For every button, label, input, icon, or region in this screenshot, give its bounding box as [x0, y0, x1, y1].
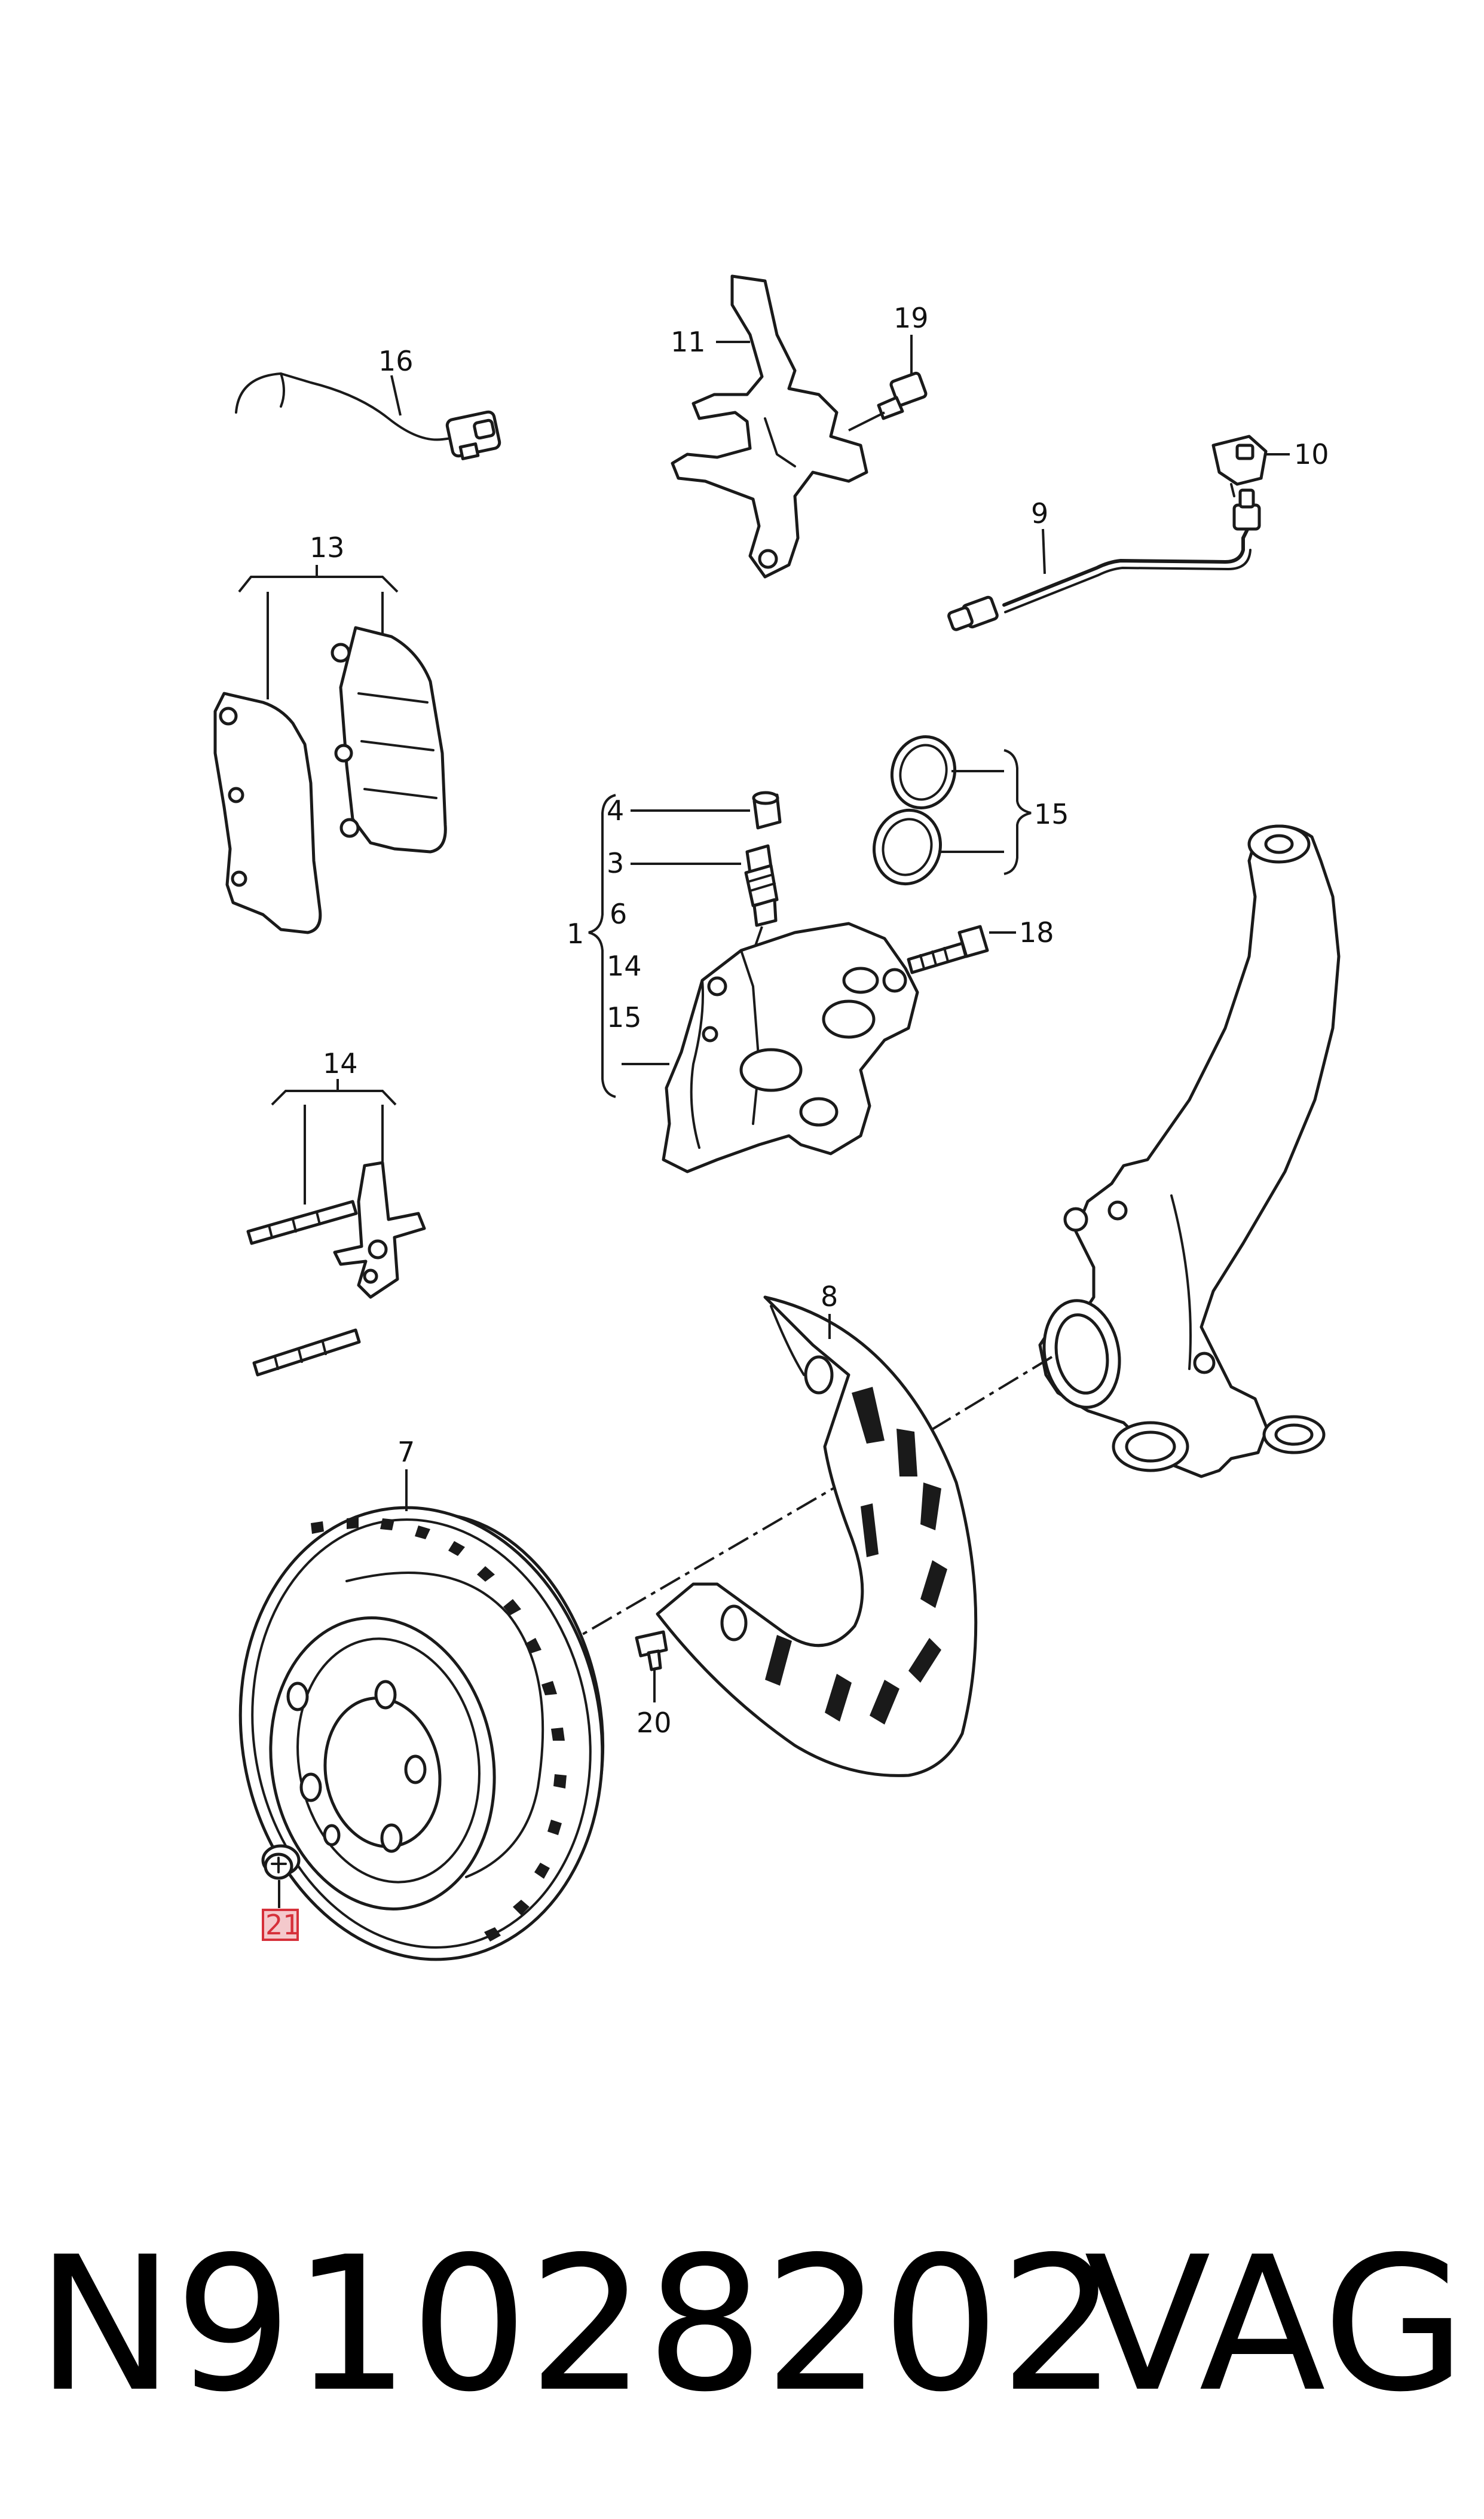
clip-10[interactable] [1211, 435, 1268, 497]
callout-11: 11 [671, 326, 706, 358]
brake-pads-13[interactable] [213, 626, 447, 934]
brake-disc-7[interactable] [206, 1479, 638, 1989]
screw-21[interactable] [261, 1844, 301, 1880]
callout-1: 1 [567, 918, 584, 950]
bolt-19[interactable] [848, 371, 928, 432]
callout-21: 21 [265, 1909, 301, 1941]
callout-3: 3 [607, 847, 624, 879]
callout-15-caliper: 15 [607, 1001, 642, 1034]
callout-16: 16 [378, 345, 414, 377]
brake-exploded-diagram: 16 11 19 10 9 [206, 274, 1341, 1989]
callout-15-seals: 15 [1034, 798, 1069, 830]
splash-shield-8[interactable] [656, 1295, 978, 1777]
callout-6: 6 [610, 898, 627, 930]
caliper-bolt-18[interactable] [907, 925, 989, 974]
callout-13: 13 [310, 531, 345, 564]
callout-7: 7 [397, 1436, 415, 1468]
callout-20: 20 [637, 1707, 672, 1739]
callout-4: 4 [607, 794, 624, 827]
wear-sensor-16[interactable] [235, 372, 501, 460]
seals-15[interactable] [866, 730, 963, 892]
callout-14: 14 [323, 1047, 358, 1080]
bracket-11[interactable] [671, 274, 868, 579]
bleed-cap-4[interactable] [752, 791, 782, 830]
caliper-1[interactable] [662, 922, 919, 1173]
disc-vent-pattern [311, 1517, 567, 1942]
steering-knuckle[interactable] [1036, 824, 1341, 1478]
guide-pins-14[interactable] [246, 1161, 426, 1377]
brand-label: VAG [1084, 2217, 1466, 2433]
callout-9: 9 [1031, 497, 1048, 530]
footer: N91028202 VAG [0, 2212, 1484, 2439]
callout-10: 10 [1294, 438, 1329, 470]
part-number: N91028202 [36, 2217, 1118, 2433]
highlight-box-21[interactable] [262, 1909, 299, 1941]
callout-18: 18 [1019, 916, 1054, 949]
brake-line-9[interactable] [947, 488, 1261, 631]
callout-14-caliper: 14 [607, 950, 642, 982]
shield-bolt-20[interactable] [635, 1630, 668, 1671]
callout-19: 19 [894, 302, 929, 334]
bleed-screw-3[interactable] [744, 844, 779, 927]
callout-8: 8 [821, 1280, 838, 1313]
